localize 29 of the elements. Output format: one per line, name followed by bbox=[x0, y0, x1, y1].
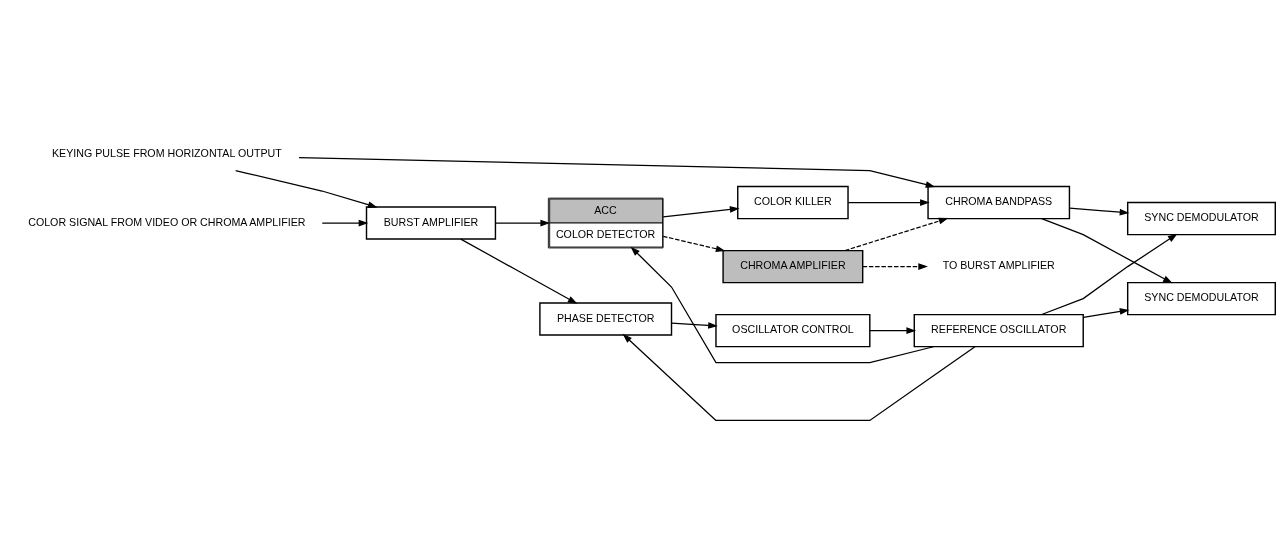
arrow bbox=[460, 238, 578, 304]
arrow bbox=[1041, 233, 1178, 316]
arrow bbox=[235, 170, 378, 208]
node-text: KEYING PULSE FROM HORIZONTAL OUTPUT bbox=[52, 147, 282, 160]
node-box: CHROMA AMPLIFIER bbox=[722, 249, 864, 284]
node-box: CHROMA BANDPASS bbox=[927, 185, 1071, 220]
arrow bbox=[321, 219, 369, 227]
arrow bbox=[662, 206, 740, 218]
arrow bbox=[1041, 218, 1173, 284]
arrow bbox=[862, 263, 928, 270]
node-box: OSCILLATOR CONTROL bbox=[715, 313, 871, 348]
arrow bbox=[1082, 308, 1130, 318]
node-box: SYNC DEMODULATOR bbox=[1127, 281, 1276, 316]
arrow bbox=[298, 156, 936, 188]
node-box: COLOR KILLER bbox=[737, 185, 849, 220]
arrow bbox=[847, 199, 930, 206]
node-box: REFERENCE OSCILLATOR bbox=[913, 313, 1084, 348]
node-box: PHASE DETECTOR bbox=[539, 302, 673, 336]
arrow bbox=[622, 333, 976, 422]
node-box: BURST AMPLIFIER bbox=[365, 206, 497, 240]
node-text: COLOR SIGNAL FROM VIDEO OR CHROMA AMPLIFIER bbox=[28, 215, 306, 228]
node-text: TO BURST AMPLIFIER bbox=[942, 259, 1055, 272]
arrow bbox=[1069, 207, 1130, 216]
arrow bbox=[869, 327, 916, 334]
arrow bbox=[671, 322, 718, 329]
arrow bbox=[662, 235, 726, 253]
arrow bbox=[494, 219, 550, 227]
node-box: SYNC DEMODULATOR bbox=[1127, 201, 1276, 236]
arrow bbox=[844, 217, 949, 252]
